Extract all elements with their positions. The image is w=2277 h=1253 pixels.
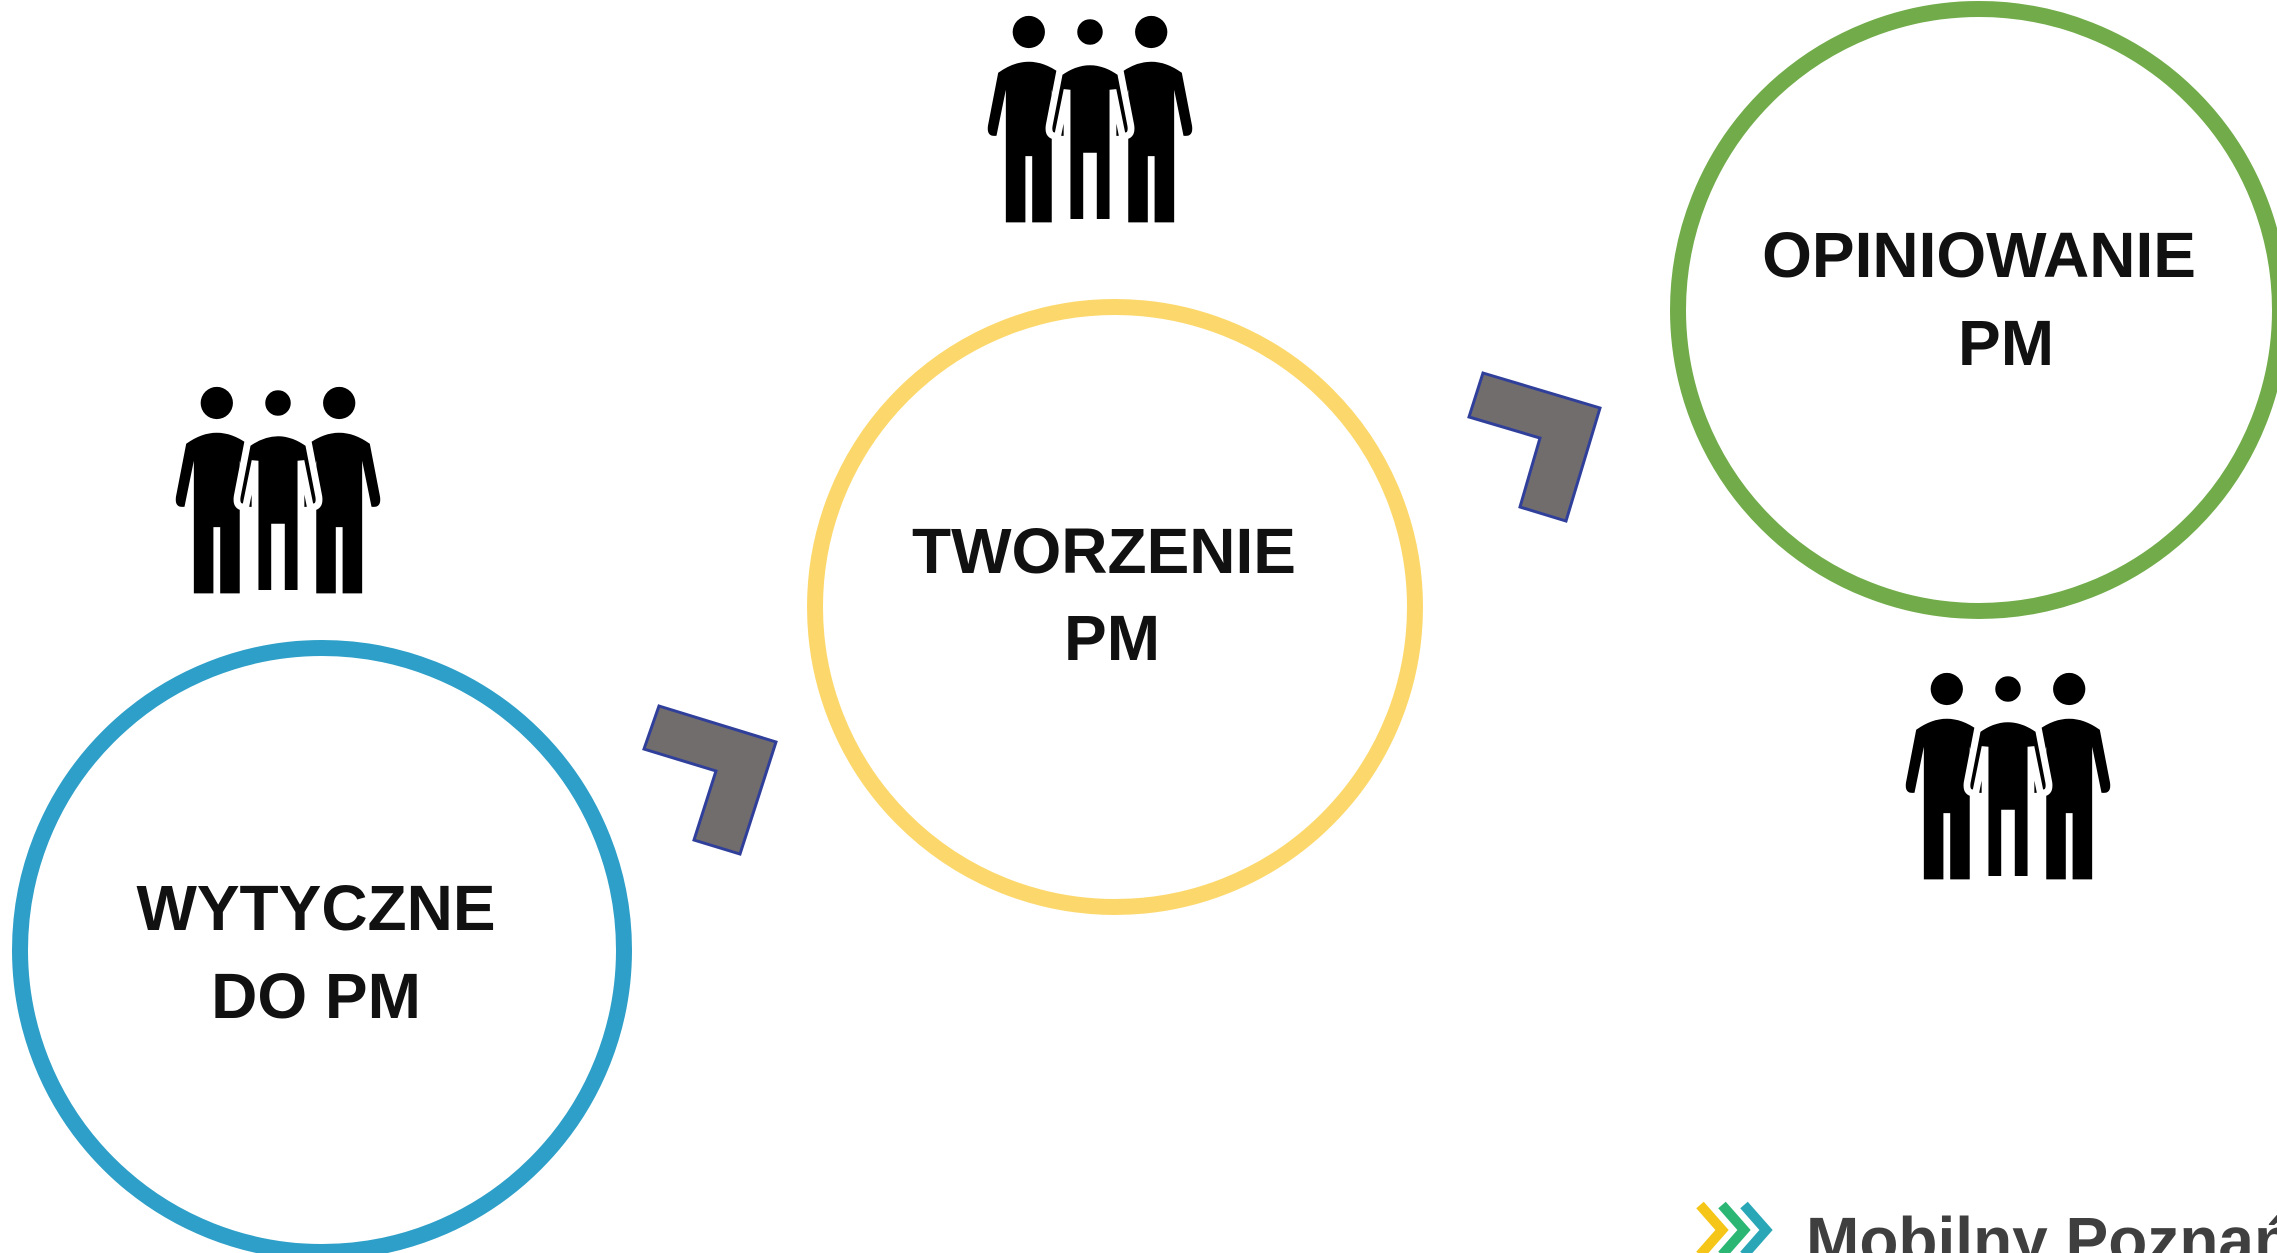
stage-sublabel-opiniowanie: PM [1958, 307, 2054, 379]
people-group-icon [176, 387, 380, 594]
stage-label-tworzenie: TWORZENIE [912, 515, 1296, 587]
stage-circle-tworzenie [807, 299, 1423, 915]
chevron-arrow-icon [1467, 371, 1602, 523]
stage-label-wytyczne: WYTYCZNE [136, 872, 495, 944]
brand-name: Mobilny Poznań [1806, 1204, 2277, 1253]
stage-circle-opiniowanie [1670, 1, 2277, 619]
stage-label-opiniowanie: OPINIOWANIE [1762, 219, 2196, 291]
stage-sublabel-tworzenie: PM [1064, 602, 1160, 674]
logo-chevron-icon [1696, 1201, 1729, 1253]
stage-sublabel-wytyczne: DO PM [211, 960, 421, 1032]
people-group-icon [988, 16, 1192, 223]
people-group-icon [1906, 673, 2110, 880]
logo-chevron-icon [1718, 1201, 1751, 1253]
stage-circle-wytyczne [12, 640, 632, 1253]
brand-logo: Mobilny Poznań [1696, 1201, 2277, 1253]
logo-chevron-icon [1740, 1201, 1773, 1253]
chevron-arrow-icon [642, 704, 778, 856]
